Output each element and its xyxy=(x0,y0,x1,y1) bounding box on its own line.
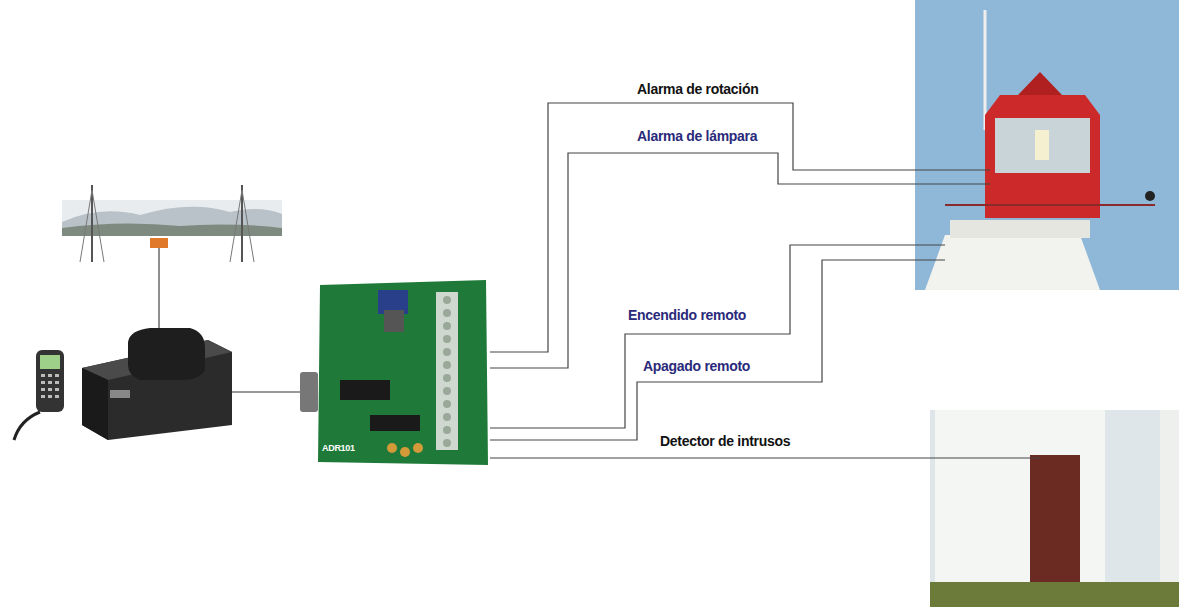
signal-label: Alarma de rotación xyxy=(637,81,758,97)
signal-label: Detector de intrusos xyxy=(660,433,790,449)
circuit-board xyxy=(300,280,488,465)
signal-wires xyxy=(490,103,1040,458)
board-name: ADR101 xyxy=(322,440,355,456)
antenna-picture xyxy=(62,185,282,335)
signal-label: Apagado remoto xyxy=(643,358,750,374)
signal-label: Alarma de lámpara xyxy=(637,128,757,144)
lighthouse-picture xyxy=(915,0,1179,290)
door-picture xyxy=(930,410,1179,607)
signal-label: Encendido remoto xyxy=(628,307,746,323)
radio-picture xyxy=(14,328,300,440)
